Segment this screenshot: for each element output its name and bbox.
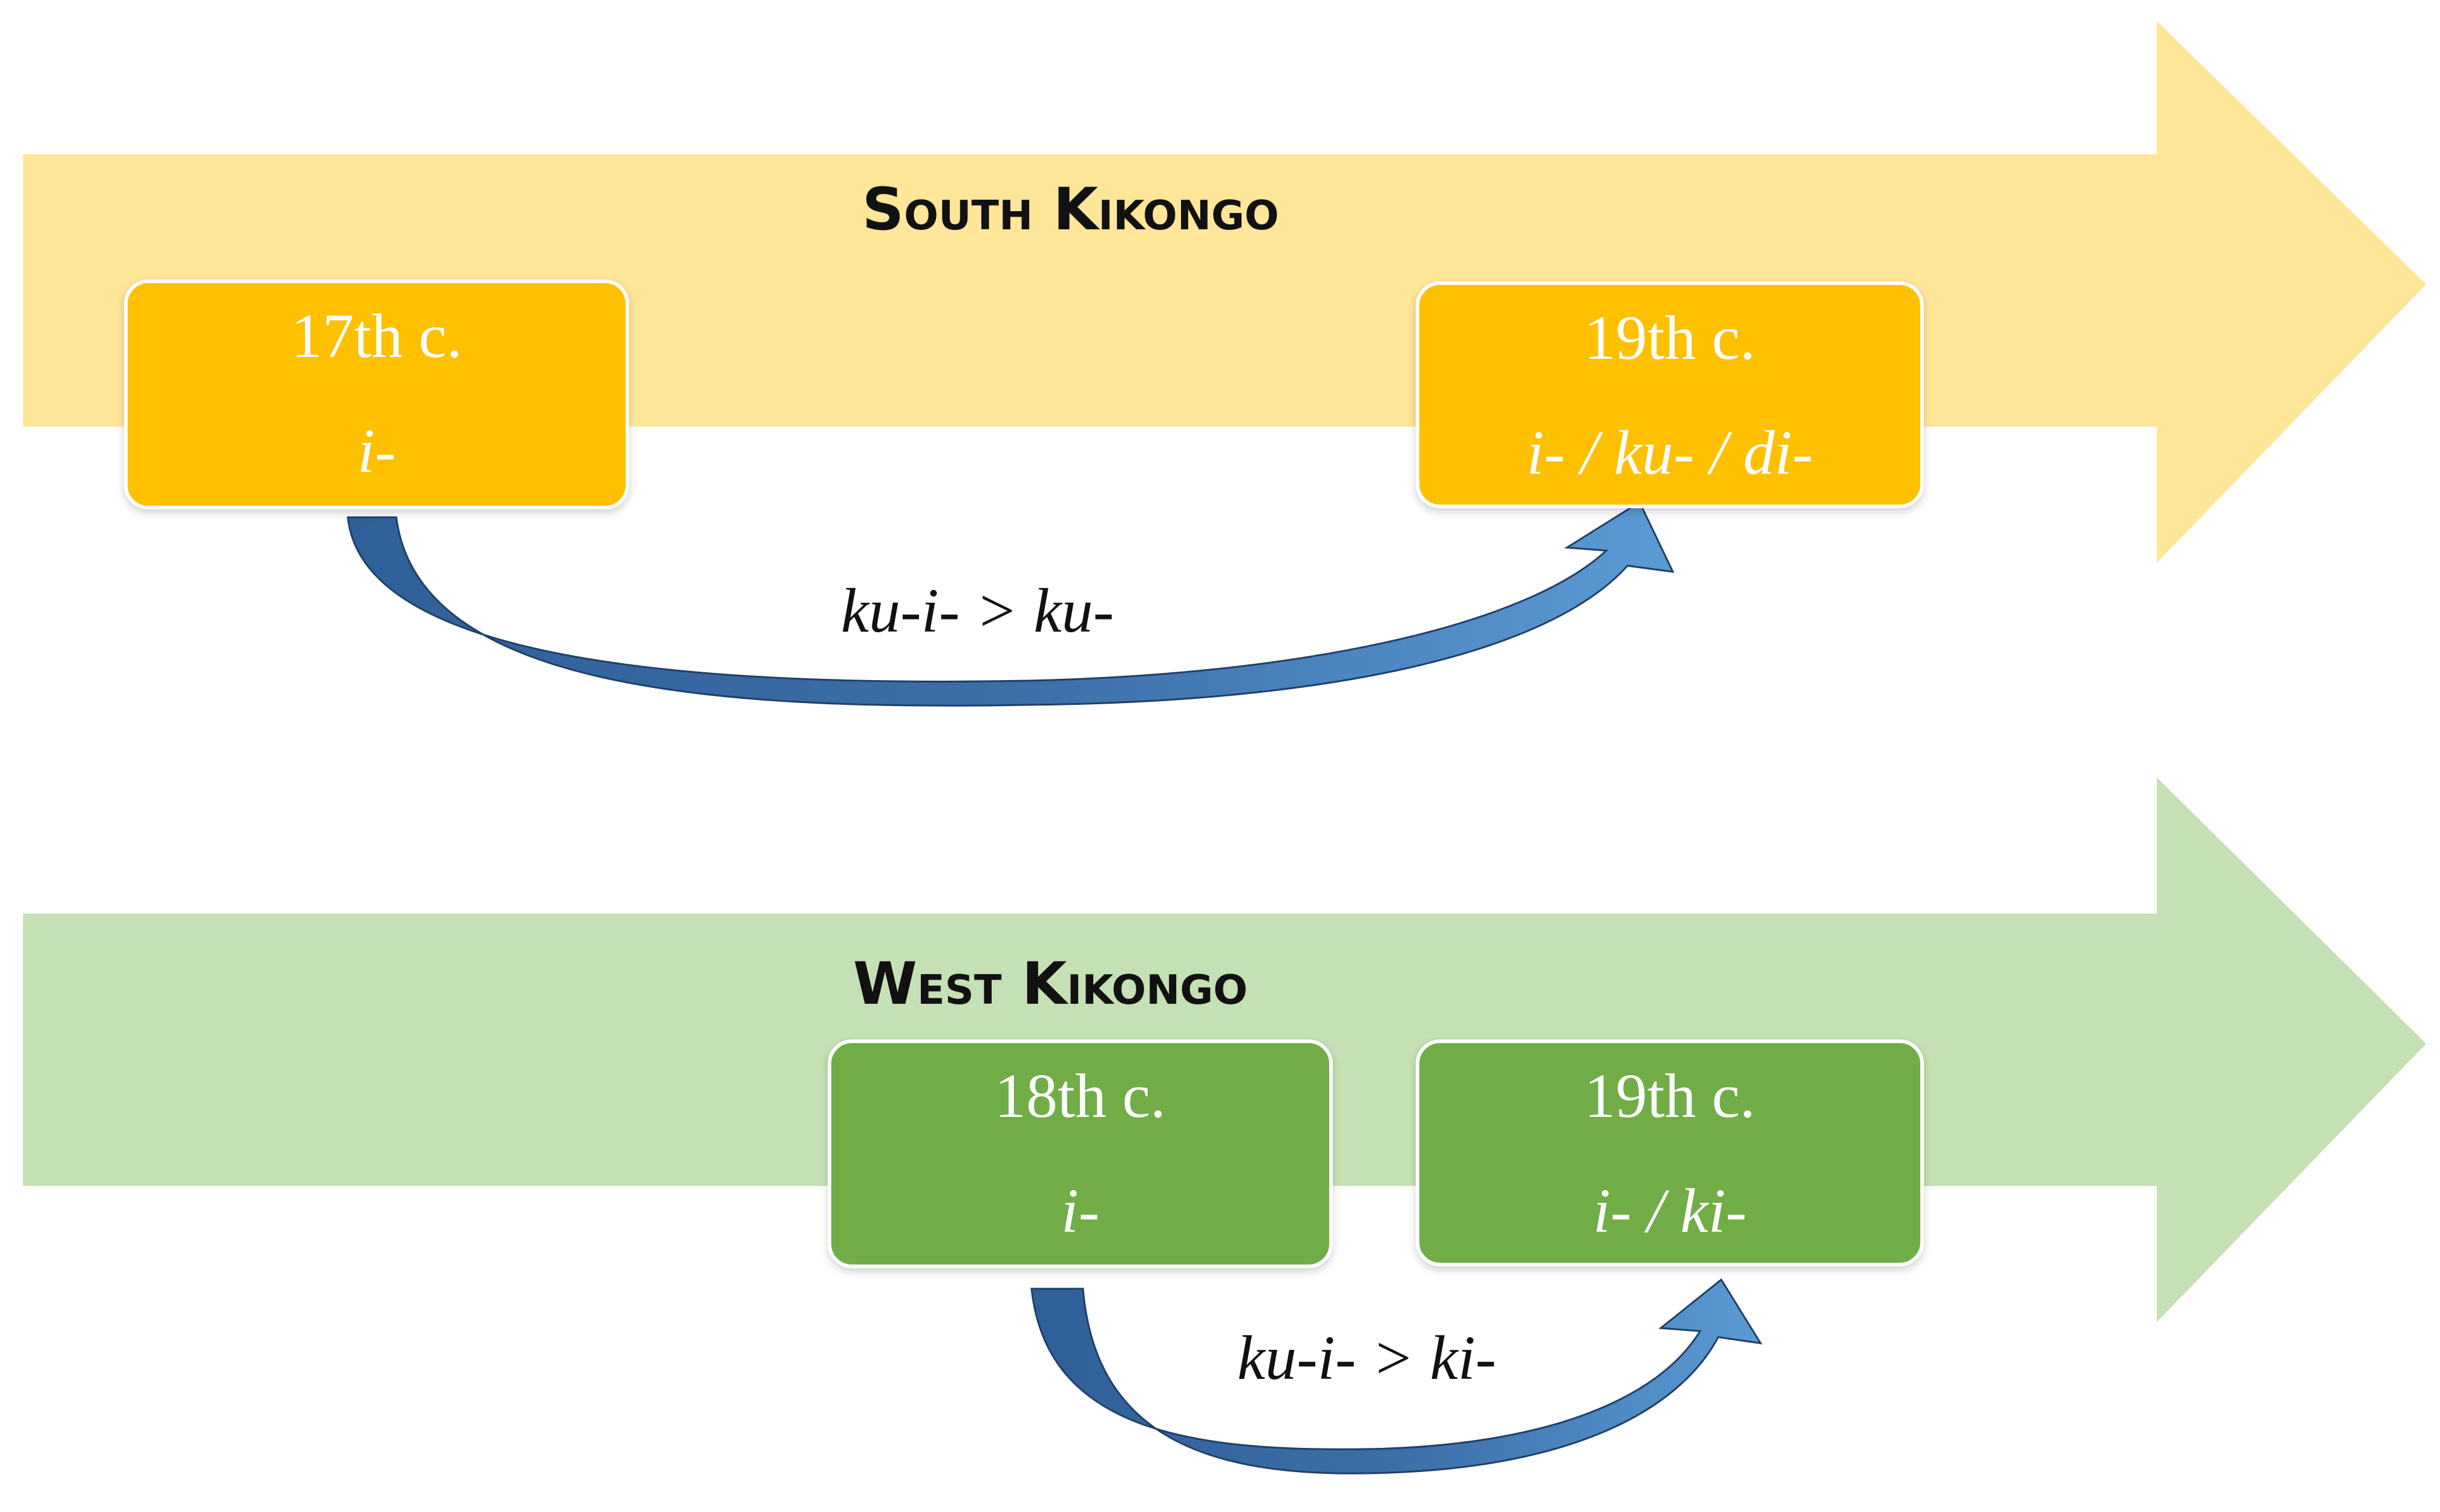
south-stage-17th-box: 17th c. i- [124, 280, 629, 509]
west-transition-curve-arrow [1030, 1278, 1762, 1474]
stage-form: i- [357, 416, 396, 486]
stage-period: 17th c. [290, 301, 463, 371]
west-sound-change-label: ku-i- > ki- [1237, 1323, 1497, 1393]
stage-form: i- [1061, 1176, 1100, 1246]
south-kikongo-title: South Kikongo [862, 175, 1279, 243]
stage-period: 19th c. [1584, 303, 1756, 373]
south-timeline-arrow [23, 21, 2426, 563]
stage-form: i- / ku- / di- [1526, 418, 1813, 488]
west-stage-18th-box: 18th c. i- [828, 1039, 1333, 1268]
south-transition-curve-arrow [347, 500, 1675, 707]
west-stage-19th-box: 19th c. i- / ki- [1416, 1039, 1924, 1266]
south-sound-change-label: ku-i- > ku- [841, 576, 1114, 646]
stage-period: 19th c. [1584, 1061, 1756, 1131]
stage-form: i- / ki- [1592, 1176, 1747, 1246]
west-kikongo-title: West Kikongo [853, 950, 1248, 1018]
south-stage-19th-box: 19th c. i- / ku- / di- [1416, 281, 1924, 508]
stage-period: 18th c. [994, 1061, 1166, 1131]
